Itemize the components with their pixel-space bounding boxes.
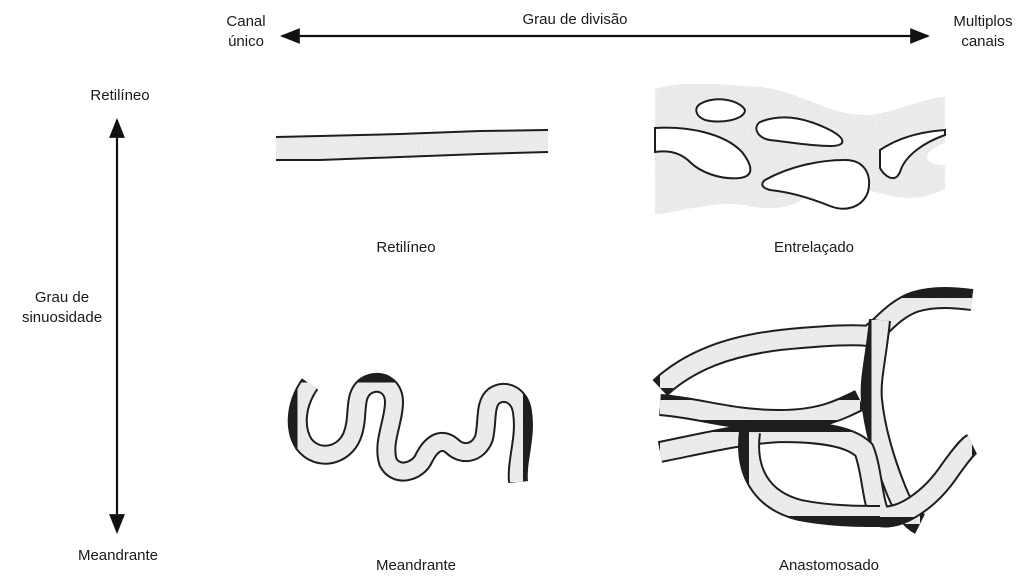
multiple-channels-label-line1: Multiplos xyxy=(946,12,1020,32)
meandering-axis-end-label: Meandrante xyxy=(60,546,176,566)
division-axis-title: Grau de divisão xyxy=(500,10,650,30)
single-channel-label-line1: Canal xyxy=(216,12,276,32)
single-channel-label-line2: único xyxy=(216,32,276,52)
braided-channel-shape xyxy=(655,84,945,214)
sinuosity-axis-title: Grau de sinuosidade xyxy=(10,288,114,328)
anastomosing-caption: Anastomosado xyxy=(754,556,904,576)
sinuosity-axis-title-line2: sinuosidade xyxy=(10,308,114,328)
braided-caption: Entrelaçado xyxy=(744,238,884,258)
sinuosity-axis-title-line1: Grau de xyxy=(10,288,114,308)
multiple-channels-label-line2: canais xyxy=(946,32,1020,52)
multiple-channels-label: Multiplos canais xyxy=(946,12,1020,52)
anastomosing-channel-shape xyxy=(660,298,972,524)
straight-axis-end-label: Retilíneo xyxy=(70,86,170,106)
straight-caption: Retilíneo xyxy=(346,238,466,258)
meandering-caption: Meandrante xyxy=(356,556,476,576)
single-channel-label: Canal único xyxy=(216,12,276,52)
meandering-channel-shape xyxy=(298,383,523,482)
straight-channel-shape xyxy=(276,130,548,160)
